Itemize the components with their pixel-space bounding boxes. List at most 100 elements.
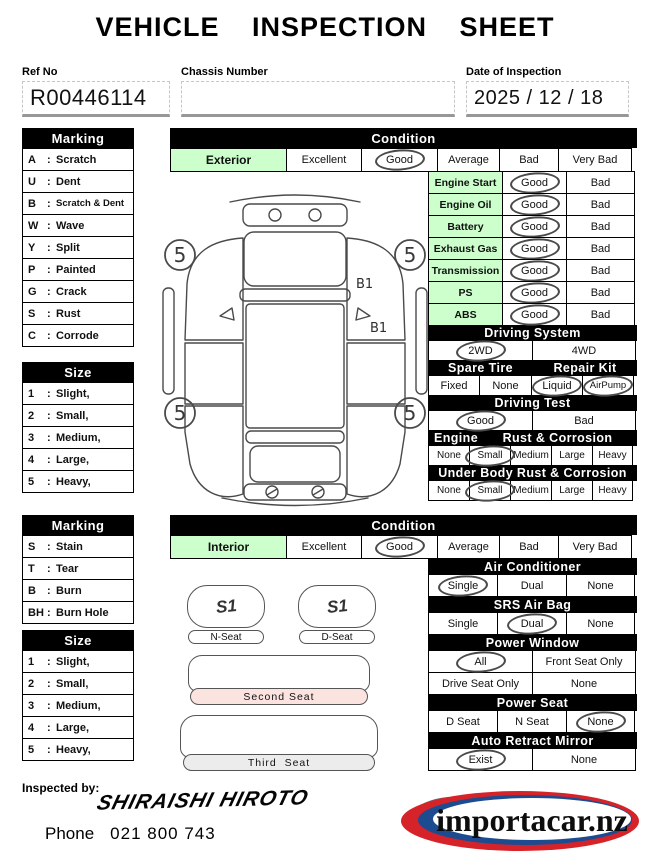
right-front-panel bbox=[346, 237, 406, 341]
marking-code: B bbox=[28, 584, 36, 597]
marking-label: Stain bbox=[56, 540, 83, 553]
chassis-number-label: Chassis Number bbox=[181, 66, 268, 78]
size-code: 3 bbox=[28, 699, 35, 712]
power-seat-title: Power Seat bbox=[496, 695, 569, 710]
spare-repair-row: Fixed None Liquid AirPump bbox=[428, 375, 634, 396]
power-seat-header: Power Seat bbox=[428, 694, 637, 711]
pw-option: Drive Seat Only bbox=[428, 672, 533, 695]
interior-size-title: Size bbox=[64, 632, 92, 648]
spare-option: Fixed bbox=[428, 375, 480, 396]
rust-option: None bbox=[428, 445, 470, 466]
srs-airbag-header: SRS Air Bag bbox=[428, 596, 637, 613]
marking-code: Y bbox=[28, 241, 36, 254]
logo-white-ellipse bbox=[433, 798, 631, 840]
engine-rust-header: Engine Rust & Corrosion bbox=[428, 430, 637, 446]
marking-label: Rust bbox=[56, 307, 81, 320]
legend-row: A:Scratch bbox=[22, 148, 134, 171]
power-seat-option: D Seat bbox=[428, 710, 498, 733]
legend-row: 1:Slight, bbox=[22, 650, 134, 673]
size-label: Medium, bbox=[56, 699, 101, 712]
auto-retract-mirror-title: Auto Retract Mirror bbox=[471, 733, 594, 748]
ac-option: None bbox=[566, 574, 635, 597]
exterior-condition-title: Condition bbox=[371, 130, 436, 146]
ref-no-value: R00446114 bbox=[30, 85, 147, 110]
colon: : bbox=[47, 219, 51, 232]
rear-bumper-arc bbox=[221, 497, 369, 507]
colon: : bbox=[47, 387, 51, 400]
air-conditioner-header: Air Conditioner bbox=[428, 558, 637, 575]
check-option: Bad bbox=[566, 259, 635, 282]
marking-label: Dent bbox=[56, 175, 81, 188]
n-seat-label: N-Seat bbox=[188, 630, 264, 644]
left-rear-panel bbox=[184, 405, 244, 498]
marking-code: S bbox=[28, 540, 36, 553]
colon: : bbox=[47, 197, 51, 210]
legend-row: 3:Medium, bbox=[22, 426, 134, 449]
marking-code: S bbox=[28, 307, 36, 320]
marking-label: Corrode bbox=[56, 329, 99, 342]
marking-code: P bbox=[28, 263, 36, 276]
interior-rating-row: Interior Excellent Good Average Bad Very… bbox=[170, 535, 632, 559]
roof bbox=[245, 303, 345, 429]
driving-system-header: Driving System bbox=[428, 325, 637, 341]
driving-test-option: Bad bbox=[532, 410, 636, 431]
wheel-mark: 5 bbox=[174, 243, 187, 267]
check-option: Bad bbox=[566, 303, 635, 326]
phone-number: 021 800 743 bbox=[110, 824, 216, 843]
repair-option: Liquid bbox=[531, 375, 583, 396]
colon: : bbox=[47, 562, 51, 575]
legend-row: 2:Small, bbox=[22, 672, 134, 695]
marking-label: Burn Hole bbox=[56, 606, 109, 619]
marking-label: Wave bbox=[56, 219, 85, 232]
n-seat: S1 bbox=[187, 585, 265, 628]
check-option: Bad bbox=[566, 237, 635, 260]
size-label: Large, bbox=[56, 721, 90, 734]
colon: : bbox=[47, 431, 51, 444]
third-seat-label: Third Seat bbox=[183, 754, 375, 771]
check-option: Good bbox=[502, 171, 567, 194]
mirror-option: Exist bbox=[428, 748, 533, 771]
repair-option: AirPump bbox=[582, 375, 634, 396]
colon: : bbox=[47, 307, 51, 320]
left-mirror bbox=[219, 307, 235, 321]
pw-option: None bbox=[532, 672, 636, 695]
wheel-mark: 5 bbox=[404, 243, 417, 267]
marking-code: BH bbox=[28, 606, 44, 619]
third-seat bbox=[180, 715, 378, 758]
size-code: 4 bbox=[28, 453, 35, 466]
marking-code: U bbox=[28, 175, 36, 188]
marking-label: Split bbox=[56, 241, 80, 254]
underbody-rust-row: None Small Medium Large Heavy bbox=[428, 480, 633, 501]
front-bumper-arc bbox=[229, 194, 361, 203]
d-seat-label: D-Seat bbox=[299, 630, 375, 644]
srs-airbag-title: SRS Air Bag bbox=[493, 597, 572, 612]
check-row: ABS Good Bad bbox=[428, 303, 635, 326]
legend-row: 5:Heavy, bbox=[22, 470, 134, 493]
check-row: PS Good Bad bbox=[428, 281, 635, 304]
colon: : bbox=[47, 329, 51, 342]
inspector-signature: SHIRAISHI HIROTO bbox=[94, 786, 312, 815]
phone-line: Phone 021 800 743 bbox=[45, 824, 216, 844]
colon: : bbox=[47, 606, 51, 619]
size-code: 2 bbox=[28, 677, 35, 690]
rust-option: Heavy bbox=[592, 445, 633, 466]
marking-label: Tear bbox=[56, 562, 79, 575]
check-label: Exhaust Gas bbox=[428, 237, 503, 260]
interior-marking-header: Marking bbox=[22, 515, 134, 535]
power-window-title: Power Window bbox=[485, 635, 580, 650]
ac-option: Single bbox=[428, 574, 498, 597]
chassis-number-field bbox=[181, 81, 455, 117]
panel-damage-mark: B1 bbox=[356, 277, 373, 292]
rust-option: None bbox=[428, 480, 470, 501]
interior-condition-header: Condition bbox=[170, 515, 637, 535]
rust-option: Heavy bbox=[592, 480, 633, 501]
driving-system-title: Driving System bbox=[484, 326, 581, 340]
check-option: Good bbox=[502, 237, 567, 260]
check-option: Bad bbox=[566, 215, 635, 238]
second-seat-label: Second Seat bbox=[190, 688, 368, 705]
power-window-header: Power Window bbox=[428, 634, 637, 651]
marking-label: Scratch bbox=[56, 153, 97, 166]
windshield bbox=[239, 288, 351, 302]
right-rocker-panel bbox=[415, 287, 428, 395]
